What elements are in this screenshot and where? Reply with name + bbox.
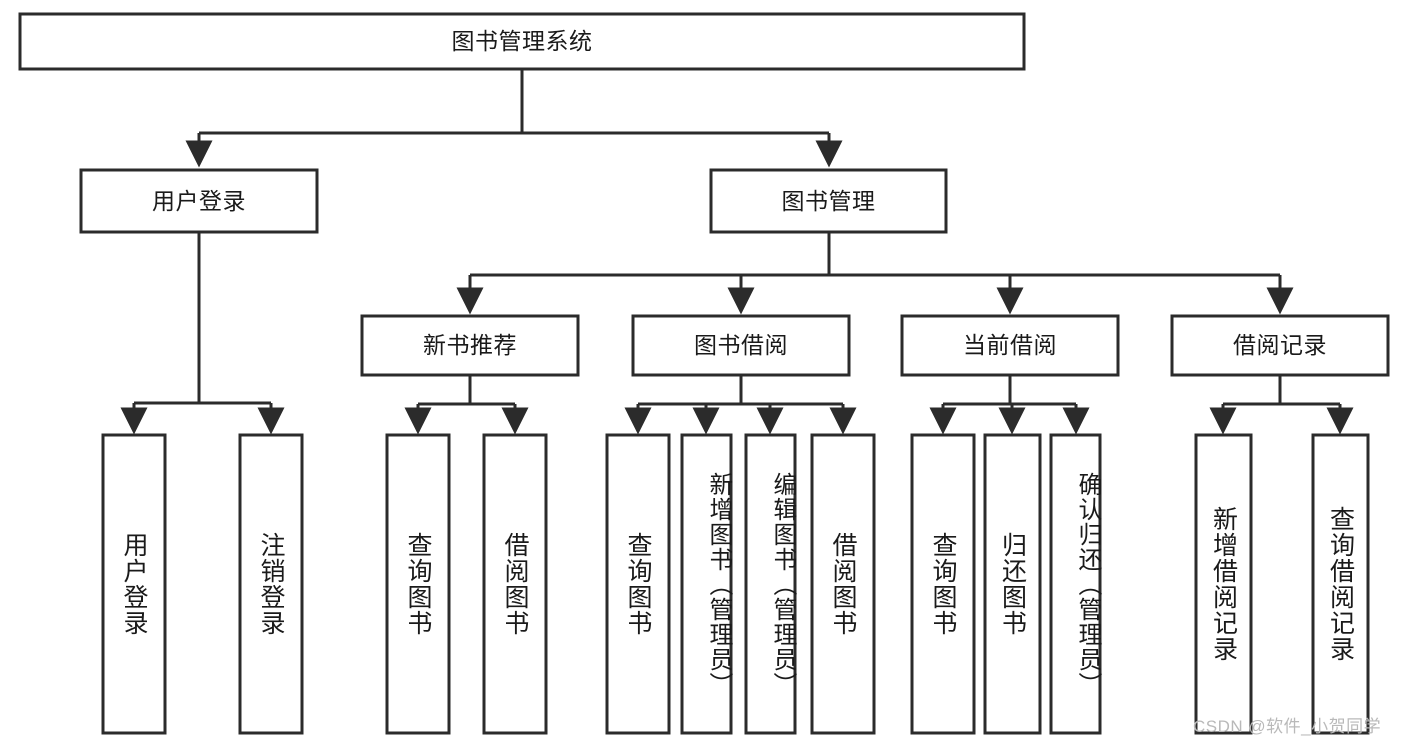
node-box-leaf-return-book[interactable]: [983, 433, 1042, 735]
node-box-leaf-borrow-book[interactable]: [810, 433, 876, 735]
node-box-borrow-record[interactable]: [1170, 314, 1390, 377]
node-box-leaf-query-borrow-record[interactable]: [1311, 433, 1370, 735]
node-box-leaf-confirm-return[interactable]: [1049, 433, 1102, 735]
node-box-current-borrow[interactable]: [900, 314, 1120, 377]
node-box-root[interactable]: [18, 12, 1026, 71]
node-box-new-book-recommend[interactable]: [360, 314, 580, 377]
node-box-leaf-query-book-recommend[interactable]: [385, 433, 451, 735]
node-box-book-management[interactable]: [709, 168, 948, 234]
node-box-leaf-add-book[interactable]: [680, 433, 733, 735]
node-box-leaf-add-borrow-record[interactable]: [1194, 433, 1253, 735]
node-box-book-borrow[interactable]: [631, 314, 851, 377]
node-box-leaf-borrow-book-recommend[interactable]: [482, 433, 548, 735]
node-box-leaf-query-book-current[interactable]: [910, 433, 976, 735]
node-box-leaf-logout[interactable]: [238, 433, 304, 735]
node-box-leaf-edit-book[interactable]: [744, 433, 797, 735]
node-box-user-login[interactable]: [79, 168, 319, 234]
node-box-leaf-query-book-borrow[interactable]: [605, 433, 671, 735]
node-box-leaf-user-login[interactable]: [101, 433, 167, 735]
